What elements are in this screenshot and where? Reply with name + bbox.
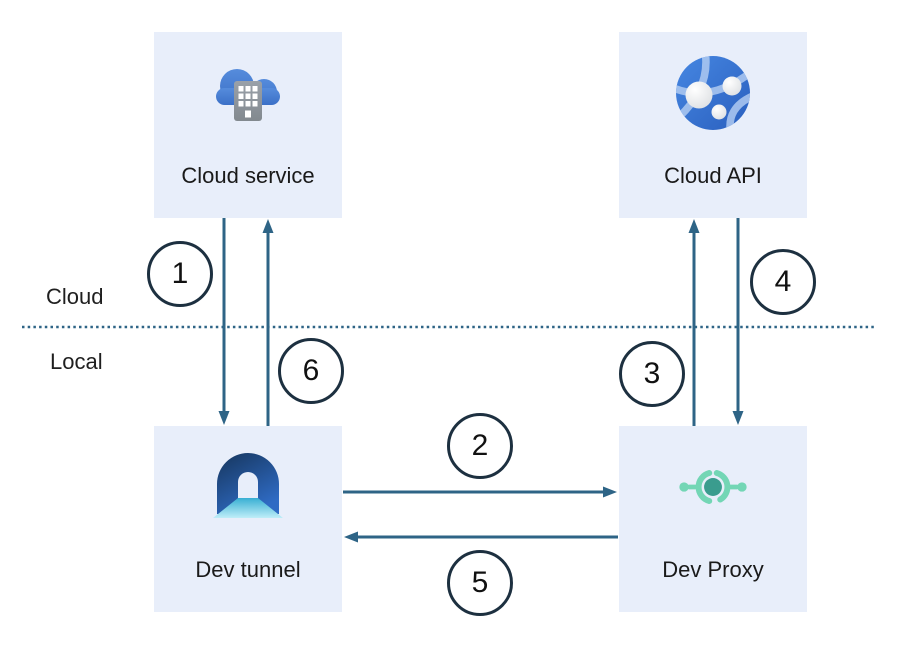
step-badge-1: 1	[147, 241, 213, 307]
node-label-cloud-api: Cloud API	[664, 163, 762, 188]
tunnel-icon	[212, 452, 284, 525]
step-number: 4	[774, 265, 792, 298]
node-dev-tunnel: Dev tunnel	[154, 426, 342, 612]
step-number: 5	[471, 566, 489, 599]
step-number: 6	[302, 354, 320, 387]
node-cloud-api: Cloud API	[619, 32, 807, 218]
globe-api-icon	[675, 55, 751, 136]
step-number: 2	[471, 429, 489, 462]
node-label-dev-proxy: Dev Proxy	[662, 557, 764, 582]
node-label-dev-tunnel: Dev tunnel	[195, 557, 301, 582]
cloud-building-icon	[210, 61, 286, 128]
step-badge-4: 4	[750, 249, 816, 315]
step-badge-6: 6	[278, 338, 344, 404]
step-number: 3	[643, 357, 661, 390]
step-number: 1	[171, 257, 189, 290]
region-label-local: Local	[50, 349, 103, 374]
node-label-cloud-service: Cloud service	[181, 163, 315, 188]
node-dev-proxy: Dev Proxy	[619, 426, 807, 612]
step-badge-2: 2	[447, 413, 513, 479]
region-label-cloud: Cloud	[46, 284, 104, 309]
proxy-target-icon	[673, 464, 753, 515]
step-badge-3: 3	[619, 341, 685, 407]
step-badge-5: 5	[447, 550, 513, 616]
node-cloud-service: Cloud service	[154, 32, 342, 218]
